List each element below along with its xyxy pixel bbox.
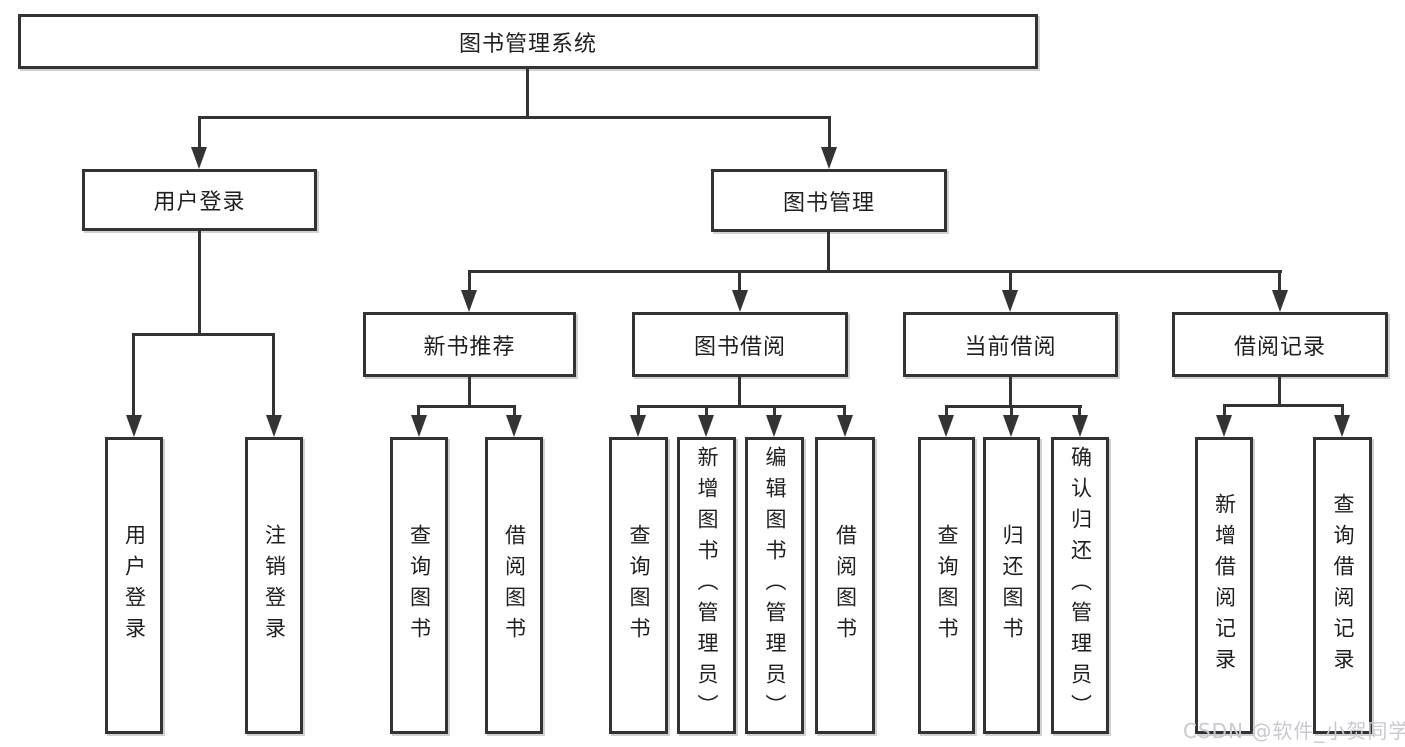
connector-vline	[1009, 270, 1012, 294]
connector-vline	[468, 377, 471, 408]
connector-vline	[843, 405, 846, 421]
connector-vline	[738, 270, 741, 294]
connector-vline	[1078, 405, 1081, 421]
arrow-down	[266, 415, 282, 437]
leaf-query-books: 查询图书	[609, 437, 668, 734]
leaf-query-books: 查询图书	[390, 437, 448, 734]
leaf-add-borrow-record: 新增借阅记录	[1195, 437, 1253, 734]
node-label: 新增图书（管理员）	[695, 446, 719, 725]
arrow-down	[1072, 415, 1088, 437]
node-current-borrow: 当前借阅	[903, 312, 1118, 377]
arrow-down	[1334, 415, 1350, 437]
leaf-query-borrow-record: 查询借阅记录	[1313, 437, 1372, 734]
leaf-borrow-books: 借阅图书	[485, 437, 543, 734]
connector-vline	[1341, 404, 1344, 421]
node-book-management: 图书管理	[711, 169, 947, 232]
leaf-add-book-admin: 新增图书（管理员）	[677, 437, 736, 734]
connector-vline	[1278, 270, 1281, 294]
node-book-borrow: 图书借阅	[632, 312, 848, 377]
node-label: 查询图书	[627, 523, 651, 648]
connector-vline	[738, 377, 741, 408]
connector-vline	[945, 405, 948, 421]
node-label: 查询借阅记录	[1331, 492, 1355, 679]
node-label: 图书管理	[782, 190, 875, 216]
connector-hline	[132, 333, 275, 336]
arrow-down	[1272, 290, 1288, 312]
arrow-down	[1002, 290, 1018, 312]
arrow-down	[461, 290, 477, 312]
node-label: 新书推荐	[423, 334, 516, 360]
node-label: 注销登录	[262, 523, 287, 648]
connector-vline	[705, 405, 708, 421]
arrow-down	[191, 147, 207, 169]
arrow-down	[1216, 415, 1232, 437]
arrow-down	[506, 415, 522, 437]
arrow-down	[837, 415, 853, 437]
connector-vline	[198, 231, 201, 335]
connector-hline	[945, 405, 1082, 408]
arrow-down	[698, 415, 714, 437]
connector-vline	[827, 232, 830, 272]
connector-vline	[1278, 377, 1281, 407]
connector-vline	[198, 116, 201, 150]
connector-hline	[637, 405, 846, 408]
arrow-down	[732, 290, 748, 312]
arrow-down	[938, 415, 954, 437]
node-label: 图书管理系统	[458, 31, 597, 57]
connector-vline	[828, 116, 831, 150]
node-user-login: 用户登录	[82, 169, 317, 231]
node-label: 借阅图书	[833, 523, 858, 648]
connector-vline	[513, 405, 516, 421]
connector-vline	[272, 333, 275, 421]
connector-vline	[1223, 404, 1226, 421]
connector-hline	[468, 270, 1282, 273]
arrow-down	[1003, 415, 1019, 437]
connector-vline	[526, 69, 529, 118]
leaf-edit-book-admin: 编辑图书（管理员）	[745, 437, 804, 734]
node-label: 编辑图书（管理员）	[763, 446, 787, 725]
connector-vline	[468, 270, 471, 294]
connector-vline	[773, 405, 776, 421]
csdn-watermark: CSDN @软件_小贺同学	[1183, 719, 1405, 743]
connector-hline	[417, 405, 516, 408]
connector-vline	[417, 405, 420, 421]
leaf-return-books: 归还图书	[983, 437, 1040, 734]
node-label: 当前借阅	[964, 334, 1057, 360]
node-label: 借阅记录	[1233, 334, 1326, 360]
node-new-book-recommend: 新书推荐	[363, 312, 576, 377]
arrow-down	[766, 415, 782, 437]
arrow-down	[821, 147, 837, 169]
node-label: 用户登录	[122, 523, 147, 648]
node-label: 新增借阅记录	[1212, 492, 1237, 679]
connector-hline	[198, 116, 830, 119]
leaf-confirm-return-admin: 确认归还（管理员）	[1051, 437, 1109, 734]
node-label: 归还图书	[1000, 523, 1024, 648]
node-library-system: 图书管理系统	[18, 14, 1038, 69]
node-label: 查询图书	[935, 523, 959, 648]
connector-hline	[1223, 404, 1344, 407]
leaf-query-books: 查询图书	[918, 437, 975, 734]
connector-vline	[1010, 405, 1013, 421]
node-label: 确认归还（管理员）	[1068, 446, 1093, 725]
node-label: 借阅图书	[502, 523, 527, 648]
leaf-user-login: 用户登录	[105, 437, 163, 734]
arrow-down	[411, 415, 427, 437]
node-label: 用户登录	[153, 190, 246, 215]
node-borrow-records: 借阅记录	[1172, 312, 1388, 377]
connector-vline	[132, 333, 135, 421]
leaf-borrow-books: 借阅图书	[815, 437, 875, 734]
node-label: 图书借阅	[693, 334, 786, 360]
leaf-logout: 注销登录	[245, 437, 303, 734]
connector-vline	[1009, 377, 1012, 408]
node-label: 查询图书	[407, 523, 432, 648]
arrow-down	[630, 415, 646, 437]
arrow-down	[126, 415, 142, 437]
connector-vline	[637, 405, 640, 421]
